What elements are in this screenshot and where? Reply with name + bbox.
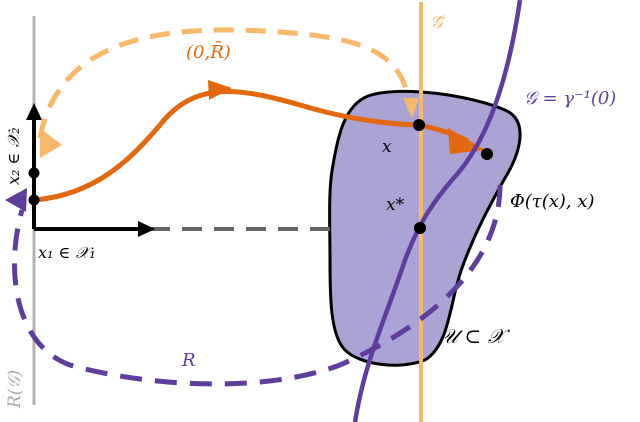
purple-arrowhead-icon bbox=[5, 188, 27, 212]
label-zero-rbar: (0,R̄) bbox=[186, 40, 231, 63]
label-g-bar: 𝒢̄ bbox=[430, 12, 446, 33]
label-phi: Φ(τ(x), x) bbox=[510, 191, 595, 212]
light-orange-dashed-arc bbox=[37, 27, 413, 139]
point-on-x2-axis bbox=[28, 167, 40, 179]
point-x-star bbox=[414, 222, 426, 234]
label-r-g: R(𝒢) bbox=[5, 370, 25, 409]
label-x: x bbox=[382, 137, 392, 157]
x2-arrowhead-icon bbox=[26, 103, 42, 120]
light-orange-end-arrowhead-icon bbox=[403, 98, 419, 118]
g-curve bbox=[352, 0, 523, 422]
label-u-subset: 𝒰 ⊂ 𝒳 bbox=[440, 324, 510, 348]
point-x bbox=[413, 119, 425, 131]
label-r: R bbox=[181, 350, 196, 371]
label-x-star: x* bbox=[386, 195, 405, 215]
orange-arrowhead-mid-icon bbox=[208, 80, 232, 100]
label-x1-axis: x₁ ∈ 𝒳₁ bbox=[38, 243, 96, 262]
light-orange-arrowhead-icon bbox=[40, 128, 62, 158]
purple-dashed-loop bbox=[12, 184, 503, 387]
label-g-def: 𝒢 = γ⁻¹(0) bbox=[524, 88, 616, 109]
label-x2-axis: x₂ ∈ 𝒳₂ bbox=[4, 127, 23, 185]
point-origin-start bbox=[28, 194, 40, 206]
x1-arrowhead-icon bbox=[138, 221, 155, 237]
point-phi bbox=[481, 148, 493, 160]
